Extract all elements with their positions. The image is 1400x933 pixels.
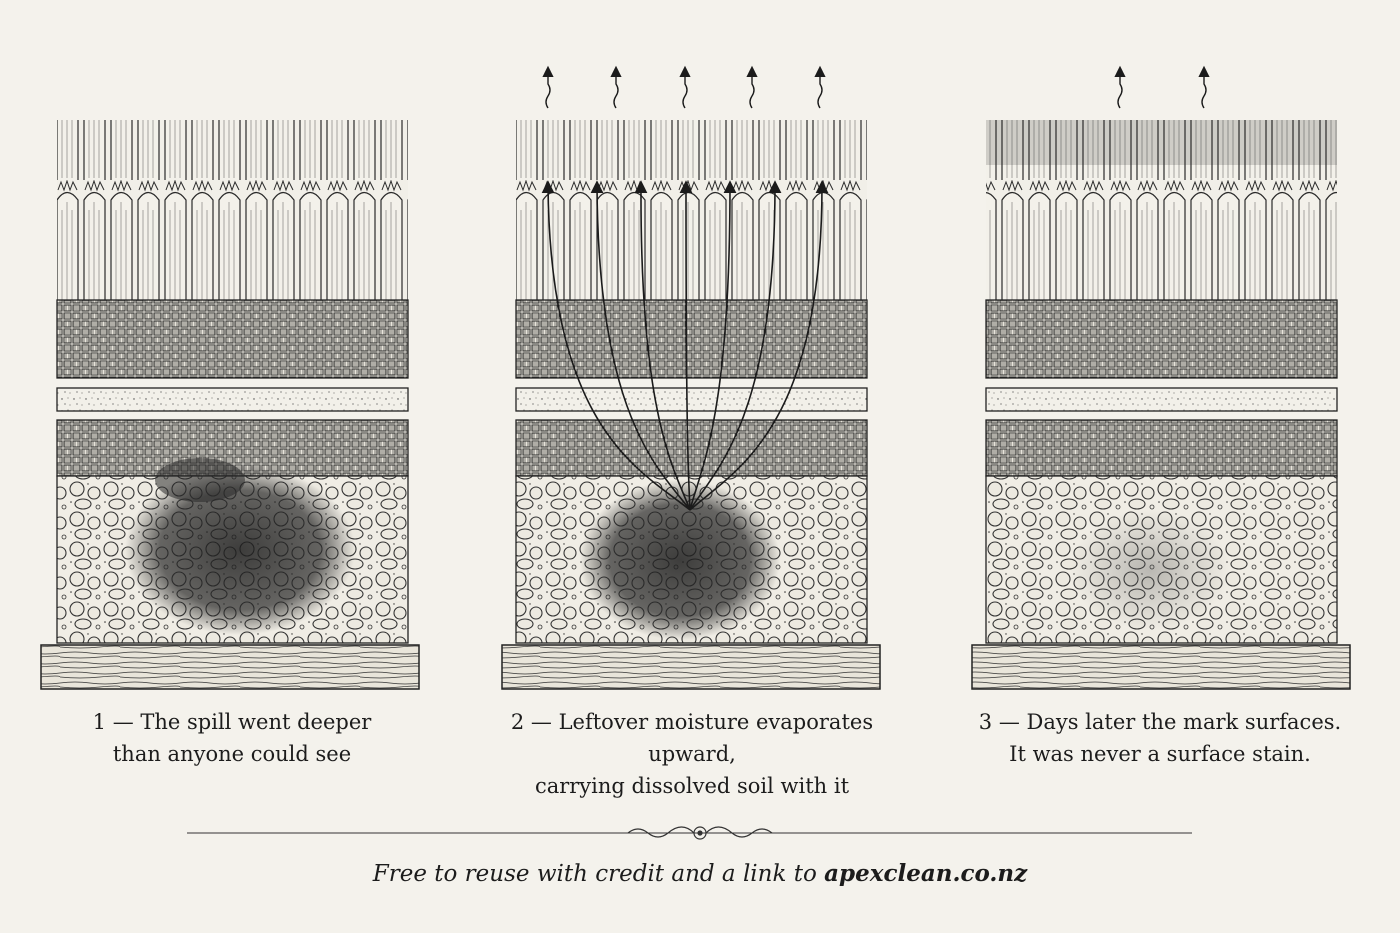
panel-3-carpet-cross-section [971,65,1351,690]
panel-2-latex-layer [515,387,868,412]
panel-1-caption-line-1: 1 — The spill went deeper [92,710,372,734]
panel-2-spill-stain [580,480,780,640]
credit-link[interactable]: apexclean.co.nz [824,860,1028,887]
panel-2-pile-layer [516,120,867,302]
panel-2-secondary-backing [515,419,868,477]
panel-2-subfloor [501,644,881,690]
panel-3-primary-backing [985,299,1338,379]
ornament-icon [627,826,773,840]
panel-2-evaporation-arrows [541,180,829,511]
panel-2-carpet-cross-section [501,65,881,690]
panel-1-spill-stain [125,465,355,635]
panel-2-vapor-wisps [542,65,826,109]
panel-2-primary-backing [515,299,868,379]
panel-3-stained-tips [986,120,1337,165]
panel-3-subfloor [971,644,1351,690]
panel-3-secondary-backing [985,419,1338,477]
panel-3-caption-line-1: 3 — Days later the mark surfaces. [978,710,1342,734]
panel-1-caption: 1 — The spill went deeper than anyone co… [22,706,442,770]
credit-text: Free to reuse with credit and a link to [372,861,825,887]
panel-1-pile-layer [57,120,408,302]
panel-1-caption-line-2: than anyone could see [112,742,352,766]
panel-2-caption-line-1: 2 — Leftover moisture evaporates upward, [510,710,874,766]
panel-1-carpet-cross-section [40,120,420,690]
panel-3-pile-layer [986,120,1337,302]
panel-3-caption: 3 — Days later the mark surfaces. It was… [950,706,1370,770]
panel-3-faded-stain [1070,510,1230,630]
panel-3-latex-layer [985,387,1338,412]
panel-1-spill-stain-upper [155,458,245,502]
panel-1-primary-backing [56,299,409,379]
panel-3-vapor-wisps [1114,65,1210,109]
panel-1-subfloor [40,644,420,690]
footer-divider [187,826,1192,840]
panel-3-caption-line-2: It was never a surface stain. [1009,742,1311,766]
panel-1-latex-layer [56,387,409,412]
panel-2-caption: 2 — Leftover moisture evaporates upward,… [482,706,902,802]
credit-line: Free to reuse with credit and a link to … [0,860,1400,887]
panel-2-caption-line-2: carrying dissolved soil with it [534,774,850,798]
